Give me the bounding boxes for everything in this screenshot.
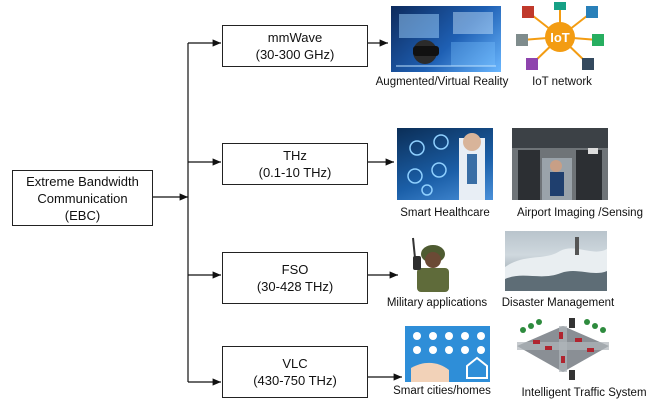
iot-badge-label: IoT xyxy=(550,30,570,45)
airport-scanner-image xyxy=(512,128,608,200)
band-range: (30-428 THz) xyxy=(256,279,334,294)
root-line-2: Communication xyxy=(37,190,128,206)
app-caption-healthcare: Smart Healthcare xyxy=(400,207,490,219)
band-box-mmwave: mmWave (30-300 GHz) xyxy=(222,25,368,67)
root-line-1: Extreme Bandwidth xyxy=(26,173,139,189)
app-caption-disaster: Disaster Management xyxy=(501,297,615,309)
flood-wave-image xyxy=(505,231,607,291)
vr-scene-image xyxy=(391,6,501,72)
band-range: (430-750 THz) xyxy=(253,373,337,388)
app-caption-military: Military applications xyxy=(386,297,488,309)
band-box-thz: THz (0.1-10 THz) xyxy=(222,143,368,185)
root-line-3: (EBC) xyxy=(64,207,101,223)
band-name: THz xyxy=(283,148,307,163)
app-caption-traffic: Intelligent Traffic System xyxy=(521,387,647,399)
soldier-image xyxy=(403,236,459,292)
app-caption-smart-cities: Smart cities/homes xyxy=(393,385,491,397)
band-name: FSO xyxy=(281,262,309,277)
band-name: VLC xyxy=(282,356,308,371)
iot-network-image: IoT xyxy=(516,2,604,72)
band-box-fso: FSO (30-428 THz) xyxy=(222,252,368,304)
app-caption-airport: Airport Imaging /Sensing xyxy=(517,207,643,219)
app-caption-iot: IoT network xyxy=(532,76,592,88)
traffic-intersection-image xyxy=(517,316,609,384)
app-caption-ar-vr: Augmented/Virtual Reality xyxy=(375,76,509,88)
healthcare-image xyxy=(397,128,493,200)
band-range: (0.1-10 THz) xyxy=(258,165,332,180)
band-name: mmWave xyxy=(267,30,323,45)
band-range: (30-300 GHz) xyxy=(255,47,335,62)
band-box-vlc: VLC (430-750 THz) xyxy=(222,346,368,398)
ebc-root-box: Extreme Bandwidth Communication (EBC) xyxy=(12,170,153,226)
smart-city-image xyxy=(405,326,490,382)
